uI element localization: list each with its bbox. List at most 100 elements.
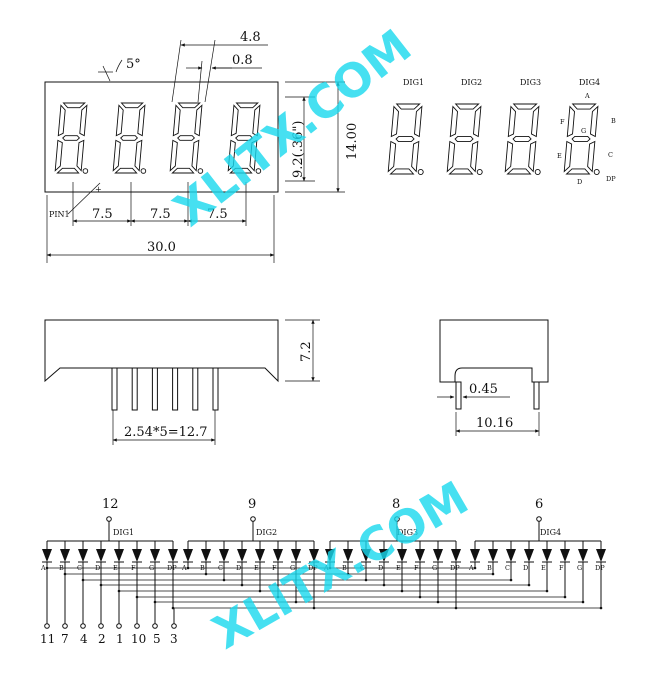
segment-b: [472, 105, 482, 138]
front-digit-1: [54, 102, 89, 174]
segment-g: [512, 136, 532, 142]
segment-d: [171, 167, 195, 174]
segment-g: [235, 135, 254, 141]
dig1-label: DIG1: [403, 78, 424, 87]
pitch-3: 7.5: [207, 207, 228, 222]
decimal-point: [476, 169, 483, 175]
svg-text:+: +: [95, 185, 102, 194]
segment-label-g: G: [577, 564, 582, 572]
segment-f: [57, 104, 66, 137]
digit-height-label: 9.2(.36"): [291, 121, 306, 178]
segment-g: [571, 136, 591, 142]
segment-f: [115, 104, 124, 137]
segment-a: [395, 103, 421, 110]
segment-b: [530, 105, 540, 138]
led-diode-icon: [291, 549, 301, 562]
segment-label-c: C: [505, 564, 510, 572]
segment-label-dp: DP: [595, 564, 605, 572]
led-diode-icon: [255, 549, 265, 562]
side-pin-5: [192, 367, 199, 411]
segment-pin-terminal: [80, 623, 86, 629]
segment-e: [169, 139, 178, 172]
segment-a: [120, 102, 144, 109]
segment-e: [446, 140, 456, 173]
common-terminal-2: [250, 516, 256, 522]
segment-label-e: E: [541, 564, 546, 572]
led-diode-icon: [596, 549, 606, 562]
segment-b: [589, 105, 599, 138]
segment-a: [571, 103, 597, 110]
decimal-point: [534, 169, 541, 175]
segment-d: [506, 168, 532, 175]
bottom-pin-7: 7: [61, 632, 69, 646]
common-pin-12: 12: [102, 497, 119, 512]
common-terminal-3: [394, 516, 400, 522]
end-pin-right: [533, 381, 540, 410]
led-diode-icon: [219, 549, 229, 562]
led-diode-icon: [114, 549, 124, 562]
seg-b-label: B: [611, 117, 616, 125]
common-pin-8: 8: [392, 497, 400, 512]
segment-pin-terminal: [134, 623, 140, 629]
angle-label: 5°: [126, 57, 141, 72]
led-diode-icon: [96, 549, 106, 562]
segment-e: [504, 140, 514, 173]
led-diode-icon: [309, 549, 319, 562]
segment-b: [137, 104, 146, 137]
front-digit-3: [169, 102, 204, 174]
dig3-schem-label: DIG3: [397, 528, 418, 537]
end-pin-left: [455, 381, 462, 410]
front-view: 5° 4.8 0.8 9.2(.36") 14.00 7.5 7.5 7.5: [44, 30, 360, 263]
end-view: 0.45 10.16: [437, 319, 549, 436]
led-diode-icon: [237, 549, 247, 562]
led-diode-icon: [578, 549, 588, 562]
segment-b: [413, 105, 423, 138]
segment-pin-terminal: [116, 623, 122, 629]
led-diode-icon: [451, 549, 461, 562]
side-body-outline: [44, 319, 279, 383]
segment-e: [112, 139, 121, 172]
map-digit-3: [504, 103, 541, 175]
bottom-pin-5: 5: [153, 632, 161, 646]
segment-f: [449, 105, 458, 138]
side-pin-2: [131, 367, 138, 411]
segment-c: [191, 139, 200, 172]
segment-g: [177, 135, 196, 141]
common-terminal-1: [106, 516, 112, 522]
led-diode-icon: [542, 549, 552, 562]
map-digits: [387, 103, 600, 175]
segment-a: [62, 102, 86, 109]
decimal-point: [82, 168, 89, 174]
segment-e: [387, 140, 397, 173]
led-diode-icon: [60, 549, 70, 562]
seg-f-label: F: [560, 118, 565, 126]
segment-map: DIG1 DIG2 DIG3 DIG4 A B C D E F G DP: [387, 78, 616, 186]
segment-e: [563, 140, 573, 173]
segment-b: [194, 104, 203, 137]
segment-d: [229, 167, 253, 174]
dig2-schem-label: DIG2: [256, 528, 277, 537]
led-diode-icon: [524, 549, 534, 562]
segment-f: [172, 104, 181, 137]
pin1-label: PIN1: [49, 210, 70, 219]
segment-g: [454, 136, 474, 142]
segment-pin-terminal: [62, 623, 68, 629]
segment-pin-terminal: [98, 623, 104, 629]
led-diode-icon: [415, 549, 425, 562]
decimal-point: [140, 168, 147, 174]
dig4-label: DIG4: [579, 78, 600, 87]
led-diode-icon: [433, 549, 443, 562]
seg-dp-label: DP: [606, 175, 616, 183]
decimal-point: [197, 168, 204, 174]
watermark-top: XLITX.COM: [164, 19, 422, 237]
decimal-point: [417, 169, 424, 175]
seg-a-label: A: [584, 92, 590, 100]
common-terminal-4: [536, 516, 542, 522]
height-label: 14.00: [345, 123, 360, 160]
segment-a: [177, 102, 201, 109]
segment-f: [230, 104, 239, 137]
segment-label-a: A: [40, 564, 46, 572]
led-diode-icon: [273, 549, 283, 562]
segment-g: [120, 135, 139, 141]
led-diode-icon: [506, 549, 516, 562]
